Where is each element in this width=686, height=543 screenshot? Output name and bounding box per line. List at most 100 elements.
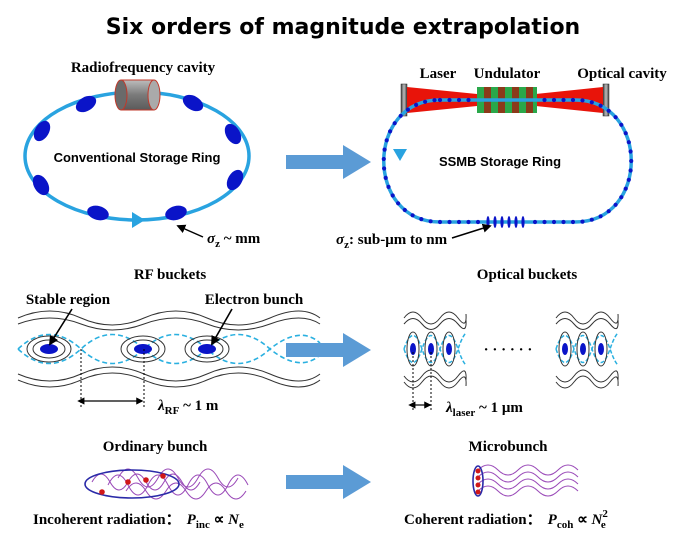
sigma-pointer-arrow (176, 224, 204, 238)
optical-separatrix-left (403, 332, 467, 366)
electron-bunch (226, 169, 244, 191)
conventional-ring-panel: Radiofrequency cavity Conventional Stora… (23, 60, 261, 250)
laser-label: Laser (420, 66, 457, 82)
ordinary-bunch-envelope (84, 469, 180, 499)
microbunch-dot (386, 184, 391, 189)
ordinary-bunch-electrons (99, 473, 166, 495)
microbunch-dot (382, 166, 387, 171)
electron-dot (475, 468, 481, 474)
optical-bunch (428, 343, 434, 355)
optical-bunch (580, 343, 586, 355)
microbunch (493, 216, 497, 228)
microbunch-dot (551, 97, 557, 103)
rf-bunch (198, 344, 216, 354)
microbunch-dot (414, 102, 419, 107)
microbunch-dot (613, 202, 618, 207)
electron-dot (99, 489, 105, 495)
microbunch-dot (423, 99, 428, 104)
electron-bunch (75, 95, 97, 113)
microbunch-dot (382, 147, 387, 152)
incoherent-radiation-label: Incoherent radiation：Pinc ∝ Ne (33, 512, 244, 531)
microbunch-dot (447, 97, 452, 103)
optical-bunches-left (410, 343, 452, 355)
lambda-rf-label: λRF ~ 1 m (157, 398, 219, 417)
ssmb-ring-panel: Laser Undulator Optical cavity (336, 66, 667, 251)
microbunch-dot (580, 98, 585, 103)
electron-dot (475, 475, 481, 481)
microbunch-dot (396, 201, 401, 206)
arrow-bottom (286, 465, 371, 499)
rf-buckets-panel: RF buckets Stable region Electron bunch (17, 267, 321, 417)
bunch-length-label: σz ~ mm (207, 231, 261, 250)
optical-bunch (410, 343, 416, 355)
ssmb-ring-label: SSMB Storage Ring (439, 154, 561, 169)
microbunch-envelope (472, 465, 484, 497)
electron-bunch (224, 123, 242, 145)
microbunch-dot (384, 138, 389, 143)
microbunch-dot (466, 97, 471, 103)
microbunch-dot (456, 219, 462, 225)
ordinary-bunch-panel: Ordinary bunch Incoherent radiation：Pinc… (33, 439, 249, 531)
microbunch-dot (390, 193, 395, 198)
phase-space-outer-lines (17, 310, 321, 388)
microbunch-dot (405, 107, 410, 112)
microbunch-dot (628, 168, 633, 173)
microbunch-dot (410, 213, 415, 218)
electron-bunch-arrow (211, 308, 233, 346)
optical-phase-space-right (555, 311, 619, 389)
microbunch-dot (623, 131, 628, 136)
electron-dot (143, 477, 149, 483)
microbunch-dot (551, 219, 557, 225)
lambda-laser-label: λlaser ~ 1 μm (445, 400, 523, 419)
microbunch-dot (580, 219, 585, 224)
microbunch-dot (598, 103, 603, 108)
microbunch-dot (626, 177, 631, 182)
electron-bunch (32, 174, 50, 196)
microbunch-dot (626, 140, 631, 145)
electron-bunch (182, 94, 204, 112)
electron-bunches (32, 94, 244, 221)
optical-ellipsis: · · · · · · (484, 342, 533, 358)
microbunch-dot (542, 97, 547, 103)
separatrix-dashed (17, 333, 321, 365)
microbunch-electrons (475, 468, 481, 495)
electron-dot (475, 489, 481, 495)
electron-dot (160, 473, 166, 479)
rf-buckets-heading: RF buckets (134, 267, 207, 283)
stable-region-label: Stable region (26, 292, 111, 308)
electron-dot (475, 482, 481, 488)
electron-bunch (33, 120, 51, 142)
microbunch-dot (606, 108, 611, 113)
microbunch-dot (388, 129, 393, 134)
optical-phase-space-left (403, 311, 467, 389)
rf-bucket-contours (26, 335, 230, 363)
microbunch-dot (466, 219, 471, 225)
microbunch-dot (629, 158, 634, 164)
incoherent-waves (91, 468, 249, 500)
microbunch-dot (447, 219, 452, 225)
electron-dot (125, 479, 131, 485)
microbunch (507, 216, 511, 228)
electron-bunch-label: Electron bunch (205, 292, 304, 308)
conventional-ring-label: Conventional Storage Ring (54, 150, 221, 165)
microbunch-dot (619, 122, 624, 127)
rf-cavity-cylinder (114, 79, 161, 111)
undulator-label: Undulator (474, 66, 541, 82)
stable-region-arrow (48, 308, 73, 346)
microbunch-dot (561, 97, 566, 103)
optical-separatrix-right (555, 332, 619, 366)
rf-bunch (134, 344, 152, 354)
optical-bunch (562, 343, 568, 355)
optical-bunches-right (562, 343, 604, 355)
microbunch-dot (613, 115, 618, 120)
microbunch-dot (392, 121, 397, 126)
microbunch-dot (475, 219, 481, 225)
ssmb-direction-arrow (393, 149, 407, 161)
microbunch-dot (398, 113, 403, 118)
optical-bunch (598, 343, 604, 355)
arrow-top (286, 145, 371, 179)
optical-bunch (446, 343, 452, 355)
rf-bunch (40, 344, 58, 354)
